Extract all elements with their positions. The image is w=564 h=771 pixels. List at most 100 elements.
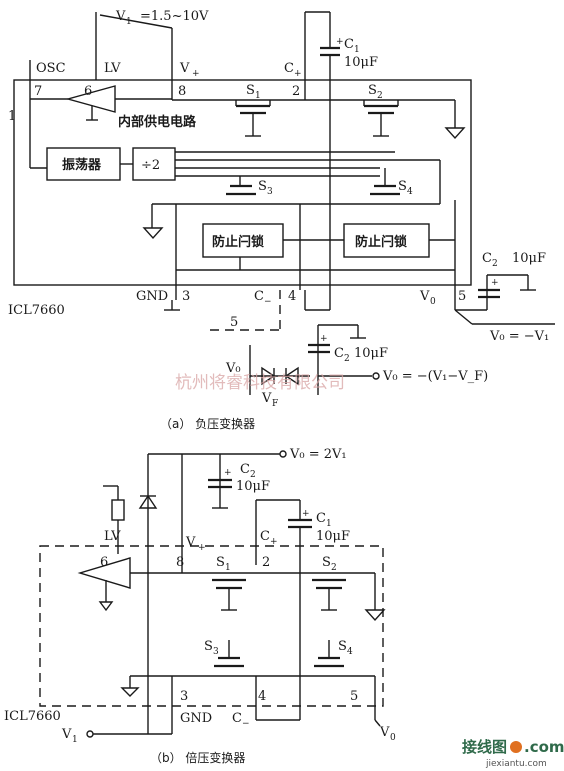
c2-b-subscript: 2: [250, 470, 256, 480]
cplus-b-subscript: +: [270, 537, 278, 547]
s4-b-subscript: 4: [347, 647, 353, 657]
pin-6-a: 6: [84, 84, 92, 99]
chip-a-outline: [13, 79, 472, 286]
alt-c2-plus: +: [320, 334, 328, 344]
cminus-b-label: C: [232, 711, 242, 726]
doubler-diode-icon: [138, 494, 158, 509]
c1-b-label: C: [316, 511, 326, 526]
vo-equation-a: V₀ = −V₁: [489, 329, 549, 344]
s4-subscript: 4: [407, 187, 413, 197]
gnd-label: GND: [136, 289, 168, 304]
s2-subscript: 2: [377, 91, 383, 101]
s2-b-label: S: [322, 555, 331, 570]
alt-vo-equation: V₀ = −(V₁−V_F): [382, 369, 488, 384]
s1-label: S: [246, 83, 255, 98]
c1-value: 10μF: [344, 55, 378, 70]
company-watermark: 杭州将睿科技有限公司: [175, 373, 345, 393]
chip-a-name: ICL7660: [8, 303, 65, 318]
alt-vo-label: V₀: [225, 361, 241, 376]
latch-label-1: 防止闩锁: [212, 234, 264, 250]
vo-output-lead: [454, 309, 473, 325]
v1-b-subscript: 1: [72, 735, 78, 745]
vo-b-label: V: [379, 725, 390, 740]
vo-b-lead: [374, 719, 381, 727]
s4-b-label: S: [338, 639, 347, 654]
s4-label: S: [398, 179, 407, 194]
c1-b-plus: +: [302, 509, 310, 519]
alt-c2-subscript: 2: [344, 354, 350, 364]
diagram-a-negative-converter: V 1 =1.5~10V OSC LV V + C + + C 1 10μF 1…: [8, 9, 555, 431]
s3-label: S: [258, 179, 267, 194]
diagram-b-voltage-doubler: V₀ = 2V₁ + C 2 10μF LV V + C + + C 1 10μ…: [4, 447, 396, 765]
v1-b-terminal: [86, 730, 94, 738]
lv-b-label: LV: [104, 529, 121, 544]
chip-b-name: ICL7660: [4, 709, 61, 724]
s2-label: S: [368, 83, 377, 98]
cminus-b-subscript: −: [242, 719, 250, 729]
s1-b-label: S: [216, 555, 225, 570]
left-b-ground-symbol: [120, 687, 140, 697]
cplus-subscript: +: [294, 69, 302, 79]
v1-label: V: [115, 9, 126, 24]
cplus-b-label: C: [260, 529, 270, 544]
vo-equation-b: V₀ = 2V₁: [289, 447, 347, 462]
c1-b-value: 10μF: [316, 529, 350, 544]
s1-b-subscript: 1: [225, 563, 231, 573]
vo-label: V: [419, 289, 430, 304]
lv-label: LV: [104, 61, 121, 76]
buffer-b-ground-symbol: [98, 601, 114, 612]
c2-value: 10μF: [512, 251, 546, 266]
c2-b-label: C: [240, 462, 250, 477]
c1-label: C: [344, 37, 354, 52]
c1-b-subscript: 1: [326, 519, 332, 529]
site-logo: 接线图 .com jiexiantu.com: [462, 738, 564, 769]
logo-dot-icon: [510, 741, 522, 753]
lv-resistor-icon: [111, 499, 125, 521]
c2-subscript: 2: [492, 259, 498, 269]
alt-c2-label: C: [334, 346, 344, 361]
s3-b-subscript: 3: [213, 647, 219, 657]
vplus-label: V: [179, 61, 190, 76]
s1-subscript: 1: [255, 91, 261, 101]
alt-vf-label: V: [261, 391, 272, 406]
pin-3-a: 3: [182, 289, 190, 304]
vplus-b-subscript: +: [198, 543, 206, 553]
chip-b-outline: [39, 545, 384, 707]
s3-b-label: S: [204, 639, 213, 654]
s2-b-subscript: 2: [331, 563, 337, 573]
cminus-subscript: −: [264, 297, 272, 307]
v1-range: =1.5~10V: [140, 9, 209, 24]
vplus-subscript: +: [192, 69, 200, 79]
v1-leader-line: [99, 14, 173, 29]
logo-url: jiexiantu.com: [485, 759, 547, 769]
alt-c2-value: 10μF: [354, 346, 388, 361]
v1-b-label: V: [61, 727, 72, 742]
logo-com: .com: [524, 738, 564, 756]
alt-diode-1-icon: [261, 366, 276, 386]
alt-vf-subscript: F: [272, 399, 278, 409]
pin-4-b: 4: [258, 689, 266, 704]
alt-output-terminal: [372, 372, 380, 380]
v1-subscript: 1: [126, 17, 132, 27]
pin-1-a: 1: [8, 109, 16, 124]
oscillator-label: 振荡器: [62, 157, 102, 173]
pin-8-a: 8: [178, 84, 186, 99]
vo-b-subscript: 0: [390, 733, 396, 743]
vplus-b-label: V: [185, 535, 196, 550]
logo-text: 接线图: [462, 738, 507, 756]
c2-b-value: 10μF: [236, 479, 270, 494]
pin-3-b: 3: [180, 689, 188, 704]
pin-8-b: 8: [176, 555, 184, 570]
c2-label: C: [482, 251, 492, 266]
s3-subscript: 3: [267, 187, 273, 197]
vo-subscript: 0: [430, 297, 436, 307]
c2-b-plus: +: [224, 468, 232, 478]
pin-5-b: 5: [350, 689, 358, 704]
caption-b: （b） 倍压变换器: [150, 750, 245, 765]
gnd-b-label: GND: [180, 711, 212, 726]
pin-4-a: 4: [288, 289, 296, 304]
cminus-label: C: [254, 289, 264, 304]
latch-label-2: 防止闩锁: [355, 234, 407, 250]
divider-box: [132, 147, 176, 181]
